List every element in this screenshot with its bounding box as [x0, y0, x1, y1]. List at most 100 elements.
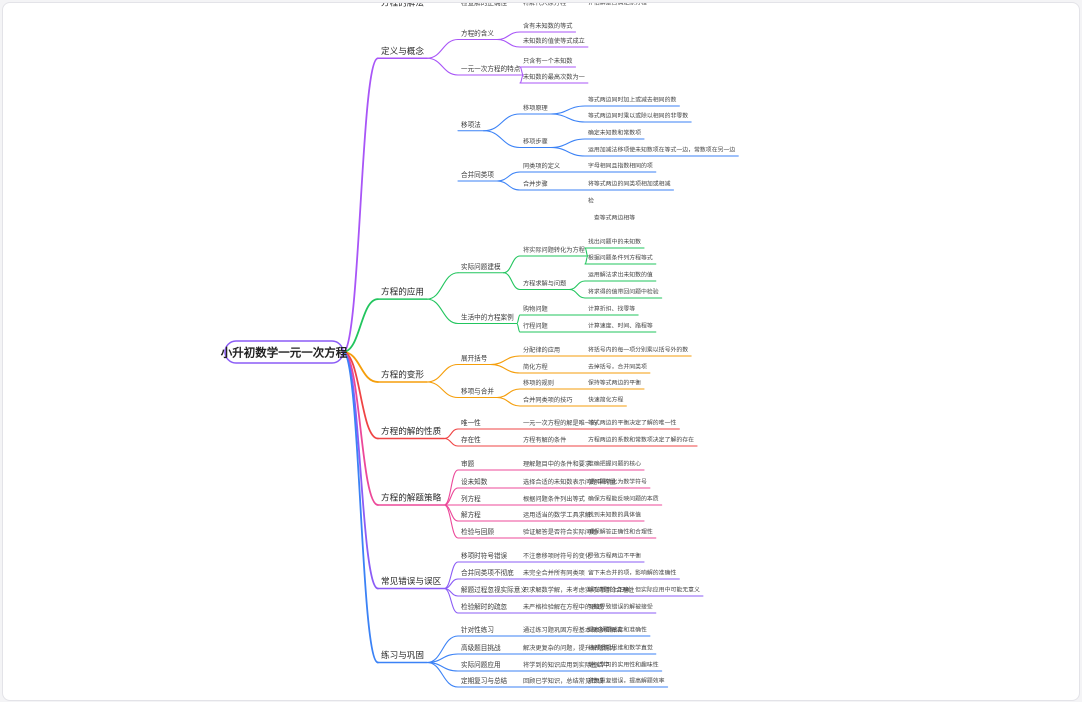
node-level1[interactable]: 方程的变形 [381, 369, 424, 381]
node-level3[interactable]: 移项步骤 [523, 138, 548, 146]
node-level4[interactable]: 计算速度、时间、路程等 [588, 322, 653, 330]
node-level3[interactable]: 不注意移项时符号的变化 [523, 552, 591, 560]
node-level1[interactable]: 方程的解的性质 [381, 425, 442, 437]
node-level2[interactable]: 解题过程忽视实际意义 [461, 585, 527, 594]
node-level2[interactable]: 实际问题应用 [461, 660, 501, 669]
node-level4[interactable]: 准确把握问题的核心 [588, 460, 641, 468]
node-level4[interactable]: 根据问题条件列方程等式 [588, 254, 653, 262]
node-level3[interactable]: 移项原理 [523, 104, 548, 112]
node-level3[interactable]: 只含有一个未知数 [523, 57, 573, 65]
node-level2[interactable]: 解方程 [461, 510, 481, 519]
node-level3[interactable]: 未严格检验解在方程中的表现 [523, 603, 603, 611]
node-level1[interactable]: 常见错误与误区 [381, 575, 442, 587]
node-level3[interactable]: 根据问题条件列出等式 [523, 495, 585, 503]
node-level4[interactable]: 确保解答正确性和合理性 [588, 528, 653, 536]
node-level3[interactable]: 合并步骤 [523, 180, 548, 188]
node-level4[interactable]: 可能导致错误的解被接受 [588, 603, 653, 611]
node-level3[interactable]: 购物问题 [523, 305, 548, 313]
node-level4[interactable]: 确保方程能反映问题的本质 [588, 495, 659, 503]
node-level2[interactable]: 合并同类项 [461, 170, 494, 179]
node-level4[interactable]: 将等式两边的同类项相加或相减 [588, 180, 671, 188]
node-level1[interactable]: 方程的应用 [381, 286, 424, 298]
node-level1[interactable]: 方程的解题策略 [381, 492, 442, 504]
node-level3[interactable]: 行程问题 [523, 322, 548, 330]
node-level3[interactable]: 未完全合并所有同类项 [523, 569, 585, 577]
node-level2[interactable]: 移项时符号错误 [461, 551, 508, 560]
node-level3[interactable]: 运用适当的数学工具求解 [523, 511, 591, 519]
node-level3[interactable]: 分配律的应用 [523, 346, 560, 354]
node-level4[interactable]: 等式两边同时加上或减去相同的数 [588, 96, 676, 104]
node-level4[interactable]: 培养逻辑思维和数学直觉 [588, 644, 653, 652]
node-level4[interactable]: 运用加减法移项使未知数项在等式一边，常数项在另一边 [588, 146, 735, 154]
node-level4[interactable]: 快速简化方程 [588, 396, 623, 404]
node-level2[interactable]: 移项与合并 [461, 387, 494, 396]
node-level3[interactable]: 只求解数学解，未考虑实际问题的合理性 [523, 586, 634, 594]
node-level4[interactable]: 解在数学上正确，但实际应用中可能无意义 [588, 586, 700, 594]
connector-line [496, 388, 521, 399]
node-level1[interactable]: 定义与概念 [381, 45, 424, 57]
node-level4[interactable]: 等式两边的平衡决定了解的唯一性 [588, 419, 676, 427]
node-level3[interactable]: 理解题目中的条件和要求 [523, 460, 591, 468]
node-level3[interactable]: 解决更复杂的问题，提升解题能力 [523, 644, 616, 652]
node-level2[interactable]: 方程的含义 [461, 29, 494, 38]
node-level4[interactable]: 留下未合并的项，影响解的准确性 [588, 569, 676, 577]
node-level2[interactable]: 检验与回顾 [461, 527, 494, 536]
node-level4[interactable]: 确定未知数和常数项 [588, 129, 641, 137]
node-level3[interactable]: 将解代入原方程 [523, 3, 566, 7]
node-level4[interactable]: 等式两边同时乘以或除以相同的非零数 [588, 112, 688, 120]
node-level4[interactable]: 找到未知数的具体值 [588, 511, 641, 519]
node-level3[interactable]: 简化方程 [523, 363, 548, 371]
node-level1[interactable]: 练习与巩固 [381, 649, 424, 661]
node-level2[interactable]: 展开括号 [461, 354, 488, 363]
node-level4[interactable]: 提高解题速度和准确性 [588, 626, 647, 634]
node-level4[interactable]: 检查等式两边相等 [588, 197, 635, 222]
node-level2[interactable]: 列方程 [461, 494, 481, 503]
node-level2[interactable]: 检验解时的疏忽 [461, 602, 508, 611]
node-level2[interactable]: 高级题目挑战 [461, 643, 501, 652]
node-level3[interactable]: 方程求解与问题 [523, 280, 566, 288]
node-level3[interactable]: 一元一次方程的解是唯一的 [523, 419, 597, 427]
node-level3[interactable]: 将实际问题转化为方程 [523, 246, 585, 254]
node-level3[interactable]: 未知数的值使等式成立 [523, 37, 585, 45]
node-level2[interactable]: 审题 [461, 459, 475, 468]
node-level3[interactable]: 同类项的定义 [523, 162, 560, 170]
node-level3[interactable]: 选择合适的未知数表示问题中的量 [523, 478, 616, 486]
node-level2[interactable]: 合并同类项不彻底 [461, 568, 514, 577]
node-level3[interactable]: 通过练习题巩固方程基本概念和解法 [523, 626, 622, 634]
node-level3[interactable]: 含有未知数的等式 [523, 22, 573, 30]
node-level2[interactable]: 存在性 [461, 435, 481, 444]
node-level4[interactable]: 将求得的值带回问题中检验 [588, 288, 659, 296]
node-level3[interactable]: 移项的规则 [523, 379, 554, 387]
node-level2[interactable]: 生活中的方程案例 [461, 313, 514, 322]
node-level3[interactable]: 将学到的知识应用到实际生活中 [523, 661, 610, 669]
node-level4[interactable]: 计算折扣、找零等 [588, 305, 635, 313]
node-level1[interactable]: 方程的解法 [381, 3, 424, 9]
node-level2[interactable]: 针对性练习 [461, 625, 494, 634]
node-level2[interactable]: 移项法 [461, 120, 481, 129]
node-level4[interactable]: 运用解法求出未知数的值 [588, 271, 653, 279]
node-level3[interactable]: 回顾已学知识，总结常见错误 [523, 677, 603, 685]
node-level4[interactable]: 避免重复错误，提高解题效率 [588, 677, 665, 685]
node-level3[interactable]: 未知数的最高次数为一 [523, 73, 585, 81]
node-level4[interactable]: 找出问题中的未知数 [588, 238, 641, 246]
node-level4[interactable]: 将括号内的每一项分别乘以括号外的数 [588, 346, 688, 354]
node-level4[interactable]: 评估解是否满足原方程 [588, 3, 647, 7]
node-level4[interactable]: 字母相同且指数相同的项 [588, 162, 653, 170]
node-level4[interactable]: 使问题转化为数学符号 [588, 478, 647, 486]
node-level4[interactable]: 方程两边的系数和常数项决定了解的存在 [588, 436, 694, 444]
node-level3[interactable]: 合并同类项的技巧 [523, 396, 573, 404]
node-level2[interactable]: 一元一次方程的特点 [461, 64, 521, 73]
node-level2[interactable]: 设未知数 [461, 477, 488, 486]
node-level4[interactable]: 增强学习的实用性和趣味性 [588, 661, 659, 669]
node-level2[interactable]: 唯一性 [461, 418, 481, 427]
node-level4[interactable]: 去掉括号，合并同类项 [588, 363, 647, 371]
node-level2[interactable]: 检查解的正确性 [461, 3, 508, 7]
node-level3[interactable]: 验证解答是否符合实际问题 [523, 528, 597, 536]
node-level4[interactable]: 导致方程两边不平衡 [588, 552, 641, 560]
connector-line [516, 322, 521, 333]
node-level2[interactable]: 定期复习与总结 [461, 676, 508, 685]
node-level3[interactable]: 方程有解的条件 [523, 436, 566, 444]
node-level4[interactable]: 保持等式两边的平衡 [588, 379, 641, 387]
node-level2[interactable]: 实际问题建模 [461, 262, 501, 271]
root-node[interactable] [224, 340, 344, 364]
